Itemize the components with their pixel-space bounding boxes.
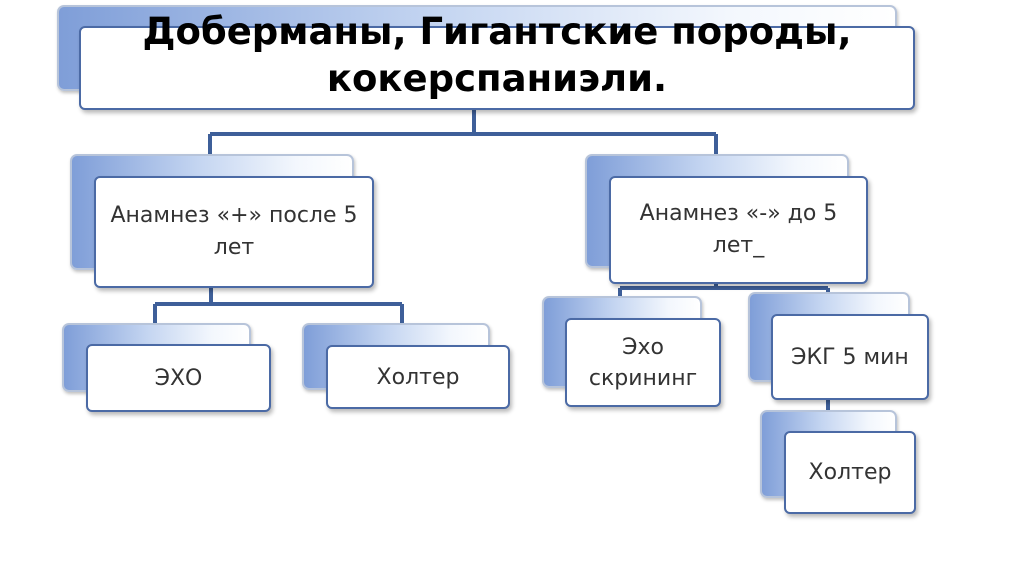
node-right-leaf-2-child-card: Холтер [784,431,916,514]
node-right-leaf-2-card: ЭКГ 5 мин [771,314,929,400]
connector-right-to-leaves [618,284,830,296]
node-right-leaf-2-label: ЭКГ 5 мин [791,344,909,370]
node-right-leaf-2-child-label: Холтер [808,460,892,485]
connector-root-to-children [208,110,718,154]
node-root-label: Доберманы, Гигантские породы, кокерспани… [142,10,852,100]
connector-left-to-leaves [153,288,404,323]
node-right-leaf-1-label: Эхо скрининг [588,334,698,391]
node-root-card: Доберманы, Гигантские породы, кокерспани… [79,10,915,110]
node-right-label: Анамнез «-» до 5 лет_ [639,201,838,258]
node-left-leaf-1-card: ЭХО [86,344,271,412]
node-left-card: Анамнез «+» после 5 лет [94,176,374,288]
node-left-leaf-2-card: Холтер [326,345,510,409]
node-right-leaf-1-card: Эхо скрининг [565,318,721,407]
node-left-leaf-2-label: Холтер [376,364,460,390]
node-left-leaf-1-label: ЭХО [154,365,203,391]
node-left-label: Анамнез «+» после 5 лет [110,203,358,260]
node-right-card: Анамнез «-» до 5 лет_ [609,176,868,284]
